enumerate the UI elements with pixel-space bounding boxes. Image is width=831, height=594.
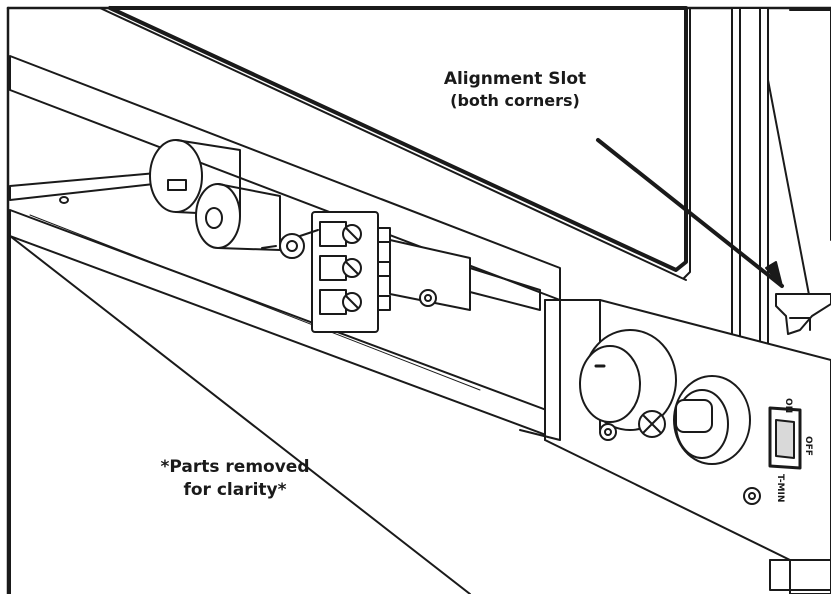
timer-knob xyxy=(638,375,751,465)
alignment-slot-title: Alignment Slot xyxy=(443,69,587,89)
parts-removed-note: *Parts removed for clarity* xyxy=(110,456,360,502)
alignment-slot-callout: Alignment Slot (both corners) xyxy=(405,68,625,111)
parts-removed-line-2: for clarity* xyxy=(183,480,287,500)
vertical-channel xyxy=(731,7,831,379)
main-panel xyxy=(99,6,691,281)
alignment-slot-subtitle: (both corners) xyxy=(450,91,580,110)
rocker-switch xyxy=(768,406,802,470)
temperature-knob xyxy=(579,329,677,431)
switch-off-label: OFF xyxy=(803,436,813,456)
panel-screws xyxy=(599,423,761,505)
parts-removed-line-1: *Parts removed xyxy=(160,457,310,477)
alignment-slot-arrow xyxy=(596,138,784,288)
switch-timer-label: T-MIN xyxy=(775,474,785,502)
terminal-block xyxy=(311,211,391,333)
cylinder-component-right xyxy=(195,183,281,251)
base-tray xyxy=(9,55,601,594)
cylinder-component-left xyxy=(149,139,241,216)
wire-connector xyxy=(261,229,319,259)
relay-housing xyxy=(389,239,541,311)
switch-labels: ON OFF T-MIN xyxy=(775,398,813,502)
alignment-slot-bracket xyxy=(775,293,831,335)
switch-on-label: ON xyxy=(783,398,793,413)
